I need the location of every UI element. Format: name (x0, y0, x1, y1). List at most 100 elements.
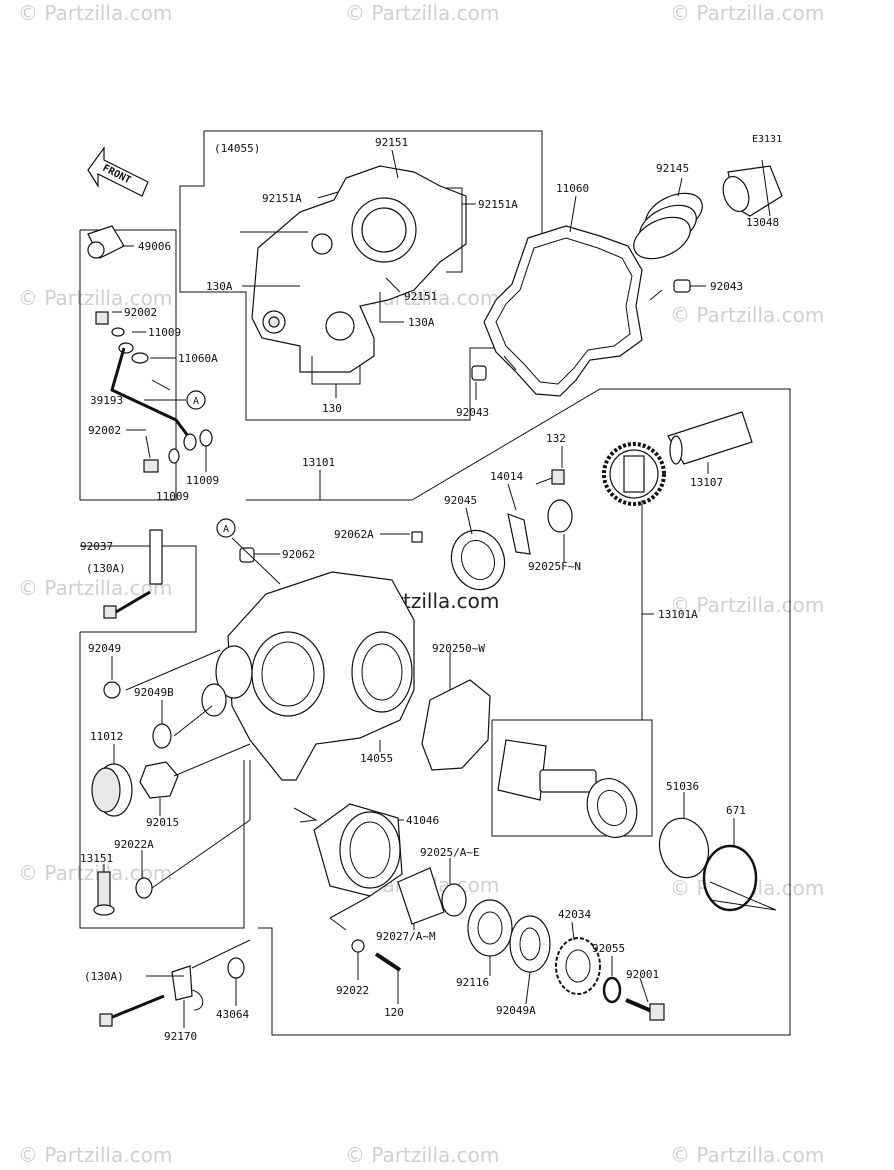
watermark: © Partzilla.com (18, 286, 172, 310)
sleeve (397, 867, 445, 925)
watermark: © Partzilla.com (18, 576, 172, 600)
part-label: 11009 (148, 326, 181, 339)
gear (555, 937, 601, 995)
sensor-pipe (87, 225, 213, 473)
part-label: 92025F~N (528, 560, 581, 573)
group-outlines (79, 130, 791, 1036)
dowel-pin (673, 279, 691, 293)
oil-seal (658, 817, 710, 879)
callout-a-icon: A (216, 518, 236, 538)
part-label: 92015 (146, 816, 179, 829)
part-label: 92062 (282, 548, 315, 561)
bearing (509, 915, 551, 973)
part-label: 13101 (302, 456, 335, 469)
o-ring (602, 976, 622, 1004)
bearing (467, 899, 513, 957)
final-housing (313, 803, 403, 897)
part-label: 92170 (164, 1030, 197, 1043)
part-label: 92049 (88, 642, 121, 655)
part-label: 13107 (690, 476, 723, 489)
part-label: 49006 (138, 240, 171, 253)
gear-housing (201, 531, 423, 781)
watermark: © Partzilla.com (18, 1, 172, 25)
bracket-plate (149, 529, 163, 585)
part-label: 13101A (658, 608, 698, 621)
part-label: 92151A (262, 192, 302, 205)
part-label: 92025/A~E (420, 846, 480, 859)
front-arrow-icon: FRONT (87, 146, 149, 197)
part-label: 43064 (216, 1008, 249, 1021)
washer (135, 877, 153, 899)
bolt (103, 605, 117, 619)
part-label: 92043 (456, 406, 489, 419)
bushing (152, 723, 172, 749)
callout-a-icon: A (186, 390, 206, 410)
bolt (551, 469, 565, 485)
gasket (483, 225, 643, 397)
cap (91, 763, 133, 817)
part-label: 39193 (90, 394, 123, 407)
part-label: 51036 (666, 780, 699, 793)
bearing (450, 529, 506, 591)
part-label: 11009 (186, 474, 219, 487)
clamp (99, 965, 204, 1027)
part-label: 92027/A~M (376, 930, 436, 943)
part-label: 920250~W (432, 642, 485, 655)
cover-plate (251, 165, 467, 373)
bolt (625, 998, 665, 1021)
part-label: 92002 (124, 306, 157, 319)
part-label: 92055 (592, 942, 625, 955)
part-label: 132 (546, 432, 566, 445)
part-label: 11060A (178, 352, 218, 365)
part-label: 92116 (456, 976, 489, 989)
part-label: 92045 (444, 494, 477, 507)
pinion-gear (497, 739, 638, 838)
part-label: 14055 (360, 752, 393, 765)
part-label: 92043 (710, 280, 743, 293)
shim (441, 883, 467, 917)
grommet (227, 957, 245, 979)
part-label: (130A) (86, 562, 126, 575)
part-label: 120 (384, 1006, 404, 1019)
spring (633, 192, 703, 260)
part-label: 13151 (80, 852, 113, 865)
part-labels: (14055) 92151 92151A 92151A 130A 92151 1… (80, 136, 779, 1043)
gear (602, 411, 753, 506)
part-label: 92022A (114, 838, 154, 851)
watermark: © Partzilla.com (345, 1, 499, 25)
diagram-id: E3131 (752, 134, 782, 145)
part-label: 11060 (556, 182, 589, 195)
coupling (722, 165, 783, 217)
part-label: 92001 (626, 968, 659, 981)
part-label: 13048 (746, 216, 779, 229)
part-label: 92062A (334, 528, 374, 541)
part-label: 92151 (404, 290, 437, 303)
watermark: © Partzilla.com (670, 1143, 824, 1167)
part-label: 42034 (558, 908, 591, 921)
washer (351, 939, 365, 953)
watermark: © Partzilla.com (670, 593, 824, 617)
nut (139, 761, 179, 799)
part-label: 130 (322, 402, 342, 415)
part-label: 130A (408, 316, 435, 329)
part-label: 92002 (88, 424, 121, 437)
callout-letter: A (223, 524, 229, 535)
housing-gasket (421, 679, 491, 771)
watermark: © Partzilla.com (670, 1, 824, 25)
part-label: 671 (726, 804, 746, 817)
watermark: © Partzilla.com (670, 303, 824, 327)
shim (547, 499, 573, 533)
part-label: 92049A (496, 1004, 536, 1017)
part-label: 92049B (134, 686, 174, 699)
part-label: 92022 (336, 984, 369, 997)
part-label: 92037 (80, 540, 113, 553)
part-label: 92151A (478, 198, 518, 211)
bracket (507, 513, 531, 555)
part-label: 14014 (490, 470, 523, 483)
sensor (93, 871, 115, 916)
seal (103, 681, 121, 699)
watermark: © Partzilla.com (345, 1143, 499, 1167)
part-label: (130A) (84, 970, 124, 983)
part-label: 11012 (90, 730, 123, 743)
